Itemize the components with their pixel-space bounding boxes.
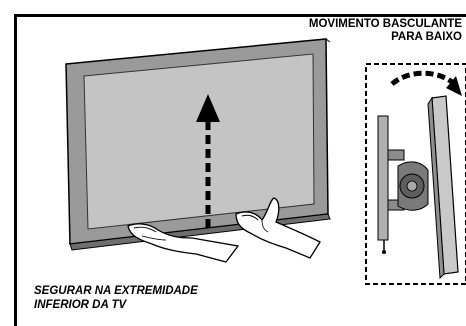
tilt-down-label: MOVIMENTO BASCULANTE PARA BAIXO	[309, 18, 462, 44]
hold-bottom-caption-line2: INFERIOR DA TV	[34, 299, 127, 311]
up-arrow	[196, 94, 220, 228]
tilted-tv-side	[427, 95, 459, 280]
wall-mount-bracket	[377, 115, 429, 254]
tv-panel	[65, 38, 331, 251]
tilt-down-arrow	[390, 70, 462, 96]
left-hand	[127, 223, 240, 263]
right-hand	[235, 197, 321, 259]
hold-bottom-caption: SEGURAR NA EXTREMIDADE INFERIOR DA TV	[34, 284, 198, 312]
detail-box	[365, 63, 466, 285]
tilt-down-label-line1: MOVIMENTO BASCULANTE	[308, 18, 462, 30]
diagram-frame	[14, 14, 466, 326]
hold-bottom-caption-line1: SEGURAR NA EXTREMIDADE	[34, 285, 198, 297]
tilt-down-label-line2: PARA BAIXO	[391, 31, 462, 43]
